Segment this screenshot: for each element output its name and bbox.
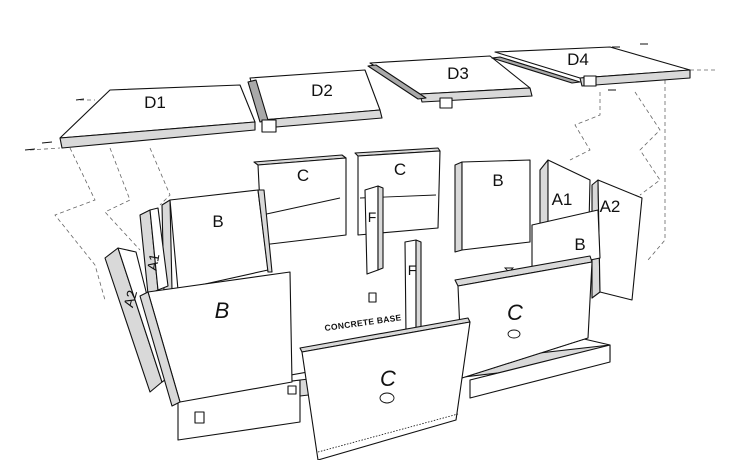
vent-icon: [379, 392, 395, 404]
bracket-icon: [261, 119, 277, 133]
bracket-icon: [439, 97, 453, 109]
wall-panel-a2-left-label: A2: [120, 288, 140, 309]
front-wall-panels: F C C: [299, 239, 593, 460]
wall-panel-b-right-back: [461, 159, 531, 251]
assembly-guide-lines: [29, 69, 715, 301]
post-f-front-label: F: [408, 262, 417, 278]
post-f-back-label: F: [368, 209, 377, 225]
wall-panel-c-front-right-label: C: [507, 300, 523, 325]
roof-panel-d3-label: D3: [447, 64, 469, 83]
anchor-bolt-icon: [368, 292, 377, 303]
base-label: CONCRETE BASE: [324, 312, 402, 333]
back-wall-panels: C C F B A1 A2 B: [253, 147, 643, 301]
wall-panel-a1-left: [149, 207, 169, 291]
wall-panel-c-front-label: C: [380, 366, 396, 391]
anchor-bolt-icon: [287, 385, 297, 395]
anchor-bolt-icon: [194, 411, 205, 424]
roof-panel-d1-label: D1: [144, 93, 166, 112]
wall-panel-a1-right-label: A1: [552, 190, 573, 209]
wall-panel-b-left-back-label: B: [212, 212, 223, 231]
left-wall-panels: B A1 A2 B: [104, 189, 293, 407]
roof-panels: D1 D2 D3 D4: [24, 43, 691, 151]
wall-panel-b-right-back-label: B: [492, 171, 503, 190]
post-f-front: [404, 239, 417, 335]
vent-icon: [507, 329, 521, 339]
wall-panel-c-back-right-label: C: [394, 160, 406, 179]
wall-panel-a2-right-label: A2: [600, 197, 621, 216]
wall-panel-a1-left-label: A1: [144, 252, 163, 272]
roof-panel-d2-label: D2: [311, 81, 333, 100]
bracket-icon: [583, 75, 597, 87]
wall-panel-b-left-front-label: B: [215, 298, 230, 323]
wall-panel-c-front: [301, 321, 471, 460]
wall-panel-b-right-front: [531, 209, 601, 273]
wall-panel-b-right-front-label: B: [574, 235, 585, 254]
post-f-back: [364, 185, 379, 275]
wall-panel-b-left-back: [169, 189, 269, 291]
roof-panel-d4-label: D4: [567, 50, 589, 69]
wall-panel-c-back-left-label: C: [297, 166, 309, 185]
